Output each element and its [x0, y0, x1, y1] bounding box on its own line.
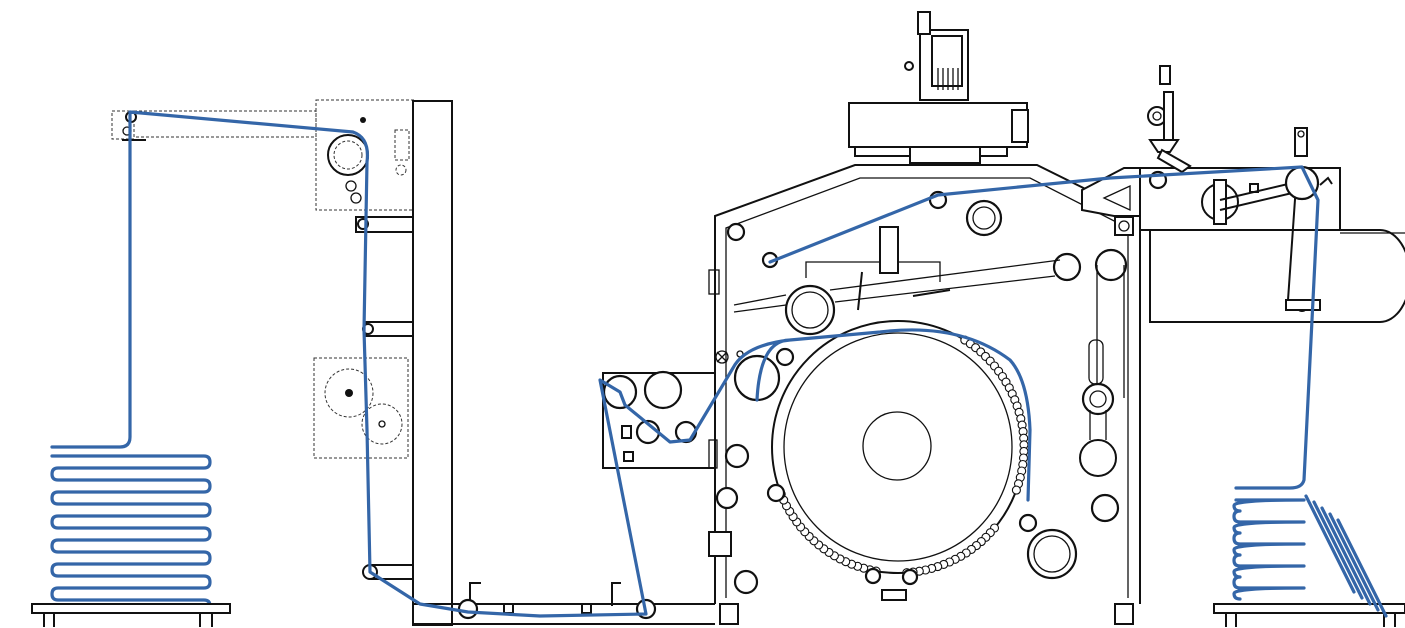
drive-motor — [848, 11, 1029, 164]
right-fold-line — [1320, 506, 1372, 606]
motor-cooling-fins — [937, 68, 959, 90]
fabric-web-path — [50, 110, 1320, 618]
chain-bead — [1011, 485, 1021, 495]
right-fold-line — [1336, 518, 1388, 618]
main-drying-drum — [708, 164, 1141, 625]
right-fold-line — [1328, 512, 1380, 612]
right-fold-line — [1304, 494, 1356, 594]
right-pile-loops — [1232, 498, 1306, 601]
right-fabric-pile — [1232, 498, 1306, 601]
right-fold-lines — [1304, 494, 1388, 618]
left-fabric-stack — [31, 454, 231, 627]
left-fabric-pile — [50, 454, 212, 614]
right-fold-line — [1312, 500, 1364, 600]
entry-guide-frame — [111, 99, 453, 626]
padder-unit — [602, 370, 716, 469]
floor-track — [413, 582, 715, 625]
left-pile-loops — [50, 454, 212, 614]
left-stack-pallet — [31, 603, 231, 627]
